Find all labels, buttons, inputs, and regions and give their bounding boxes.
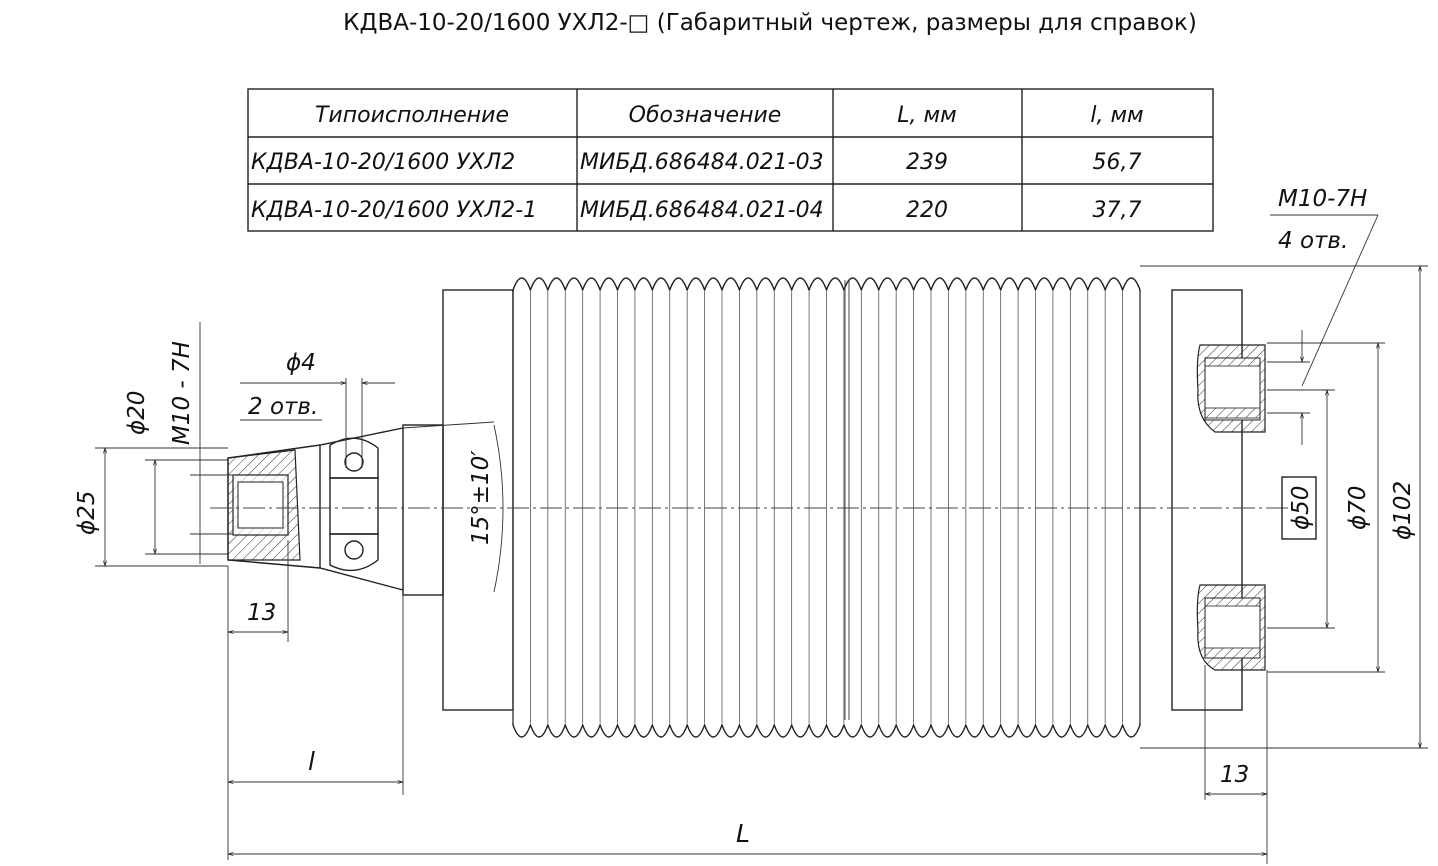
- label-thread-left: M10 - 7H: [169, 341, 195, 445]
- table-cell: 56,7: [1093, 150, 1142, 175]
- chamber-body: [442, 277, 1243, 738]
- label-phi102: ϕ102: [1390, 481, 1416, 540]
- label-phi4: ϕ4: [286, 350, 316, 376]
- label-len13-right: 13: [1220, 762, 1249, 788]
- table-header-designation: Обозначение: [629, 103, 782, 128]
- label-phi25: ϕ25: [74, 491, 100, 535]
- table-cell: КДВА-10-20/1600 УХЛ2: [251, 150, 515, 175]
- table-header-L: L, мм: [897, 103, 956, 128]
- table-cell: 239: [906, 150, 948, 175]
- label-holes4: 4 отв.: [1278, 228, 1348, 254]
- table-header-l: l, мм: [1090, 103, 1143, 128]
- label-thread-right: M10-7H: [1278, 186, 1367, 212]
- label-phi70: ϕ70: [1345, 486, 1371, 530]
- label-angle: 15°±10′: [468, 450, 494, 545]
- label-small-l: l: [308, 747, 315, 776]
- label-len13-left: 13: [247, 600, 276, 626]
- dimension-lines: [95, 214, 1428, 864]
- table-cell: 220: [906, 198, 948, 223]
- dimension-labels: ϕ4 2 отв. ϕ20 M10 - 7H ϕ25 13 15°±10′ M1…: [74, 186, 1416, 848]
- table-cell: КДВА-10-20/1600 УХЛ2-1: [251, 198, 537, 223]
- label-big-L: L: [736, 819, 750, 848]
- right-threaded-holes: [1196, 344, 1266, 671]
- label-phi50: ϕ50: [1288, 486, 1314, 530]
- table-cell: МИБД.686484.021-04: [580, 198, 824, 223]
- label-holes2: 2 отв.: [248, 394, 318, 420]
- drawing-title: КДВА-10-20/1600 УХЛ2-□ (Габаритный черте…: [343, 10, 1197, 36]
- table-header-type: Типоисполнение: [315, 103, 509, 128]
- table-cell: МИБД.686484.021-03: [580, 150, 824, 175]
- left-contact: [227, 424, 444, 596]
- label-phi20: ϕ20: [124, 391, 150, 435]
- spec-table: Типоисполнение Обозначение L, мм l, мм К…: [247, 88, 1214, 232]
- table-cell: 37,7: [1093, 198, 1142, 223]
